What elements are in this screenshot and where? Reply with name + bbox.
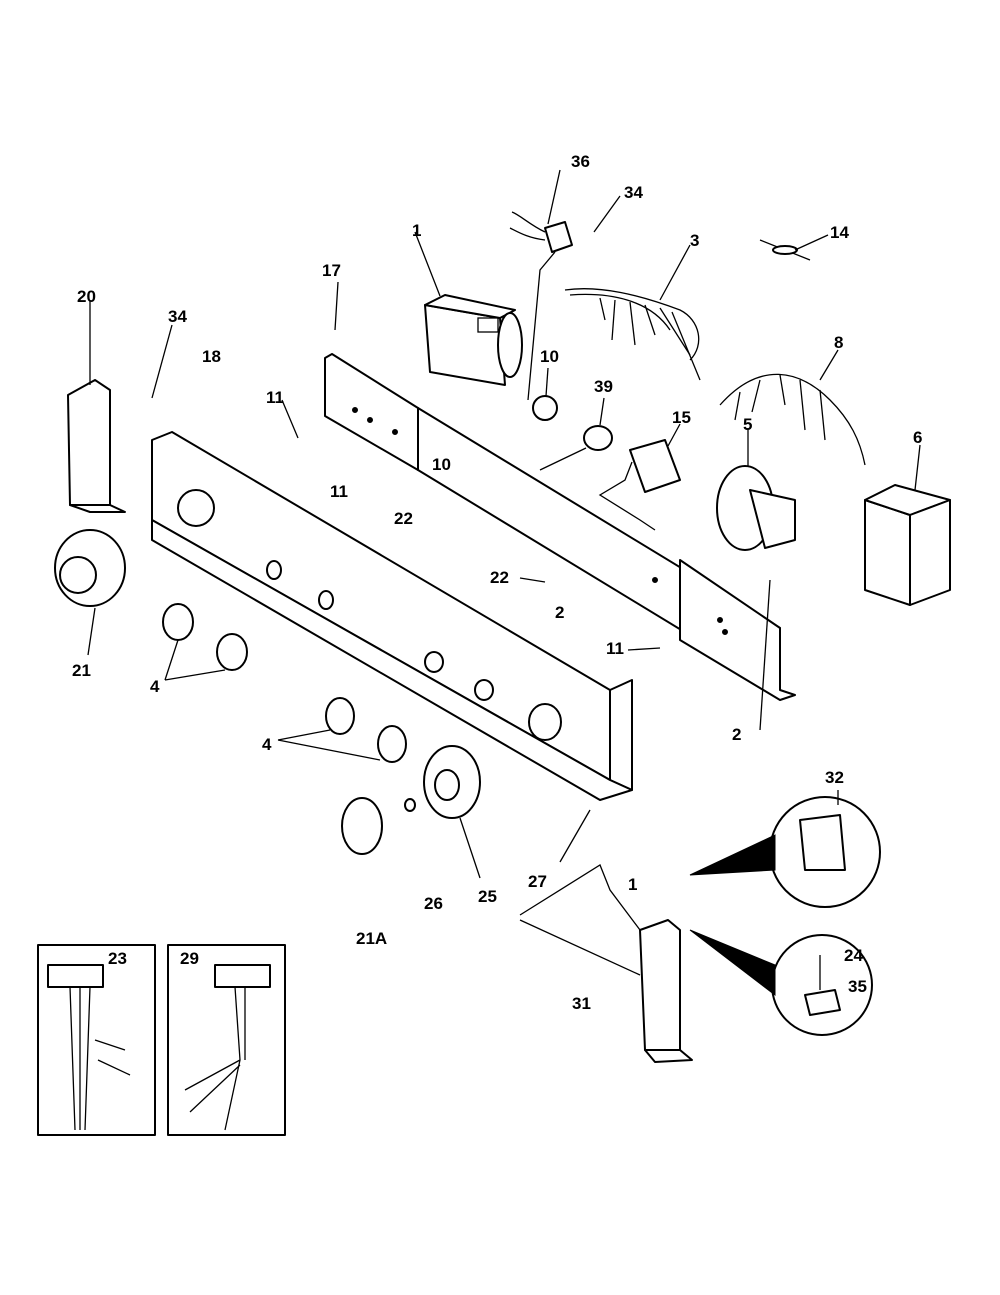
selector-switch-part-5 bbox=[716, 465, 796, 551]
wire-harness-part-3 bbox=[564, 288, 701, 381]
label-part-8: 8 bbox=[834, 333, 843, 352]
label-part-14: 14 bbox=[830, 223, 849, 242]
wire-harness-part-8 bbox=[719, 373, 866, 466]
label-part-11-b: 11 bbox=[330, 482, 348, 501]
water-level-switch-part-6 bbox=[864, 484, 951, 606]
detail-circle-32 bbox=[689, 796, 881, 908]
label-part-6: 6 bbox=[913, 428, 922, 447]
bracket-part-31 bbox=[519, 864, 693, 1063]
inset-box-29 bbox=[167, 944, 286, 1136]
knob-part-21 bbox=[54, 529, 126, 607]
label-part-20: 20 bbox=[77, 287, 96, 306]
label-part-22-a: 22 bbox=[394, 509, 413, 528]
rear-bracket bbox=[324, 353, 796, 701]
label-part-11-a: 11 bbox=[266, 388, 284, 407]
label-part-24: 24 bbox=[844, 946, 863, 965]
label-part-29: 29 bbox=[180, 949, 199, 968]
inset-box-23 bbox=[37, 944, 156, 1136]
detail-circle-24-35 bbox=[689, 929, 873, 1036]
label-part-36: 36 bbox=[571, 152, 590, 171]
label-part-15: 15 bbox=[672, 408, 691, 427]
label-part-2-a: 2 bbox=[555, 603, 564, 622]
part-10 bbox=[532, 395, 558, 421]
part-39 bbox=[539, 425, 613, 471]
label-part-11-c: 11 bbox=[606, 639, 624, 658]
label-part-3: 3 bbox=[690, 231, 699, 250]
label-part-2-b: 2 bbox=[732, 725, 741, 744]
label-part-34-top: 34 bbox=[624, 183, 643, 202]
label-part-1-b: 1 bbox=[628, 875, 637, 894]
label-part-34-left: 34 bbox=[168, 307, 187, 326]
label-part-35: 35 bbox=[848, 977, 867, 996]
label-part-10-top: 10 bbox=[540, 347, 559, 366]
label-part-27: 27 bbox=[528, 872, 547, 891]
knobs-part-4 bbox=[162, 603, 407, 763]
label-part-4-b: 4 bbox=[262, 735, 272, 754]
label-part-21a: 21A bbox=[356, 929, 387, 948]
label-part-25: 25 bbox=[478, 887, 497, 906]
label-part-10-mid: 10 bbox=[432, 455, 451, 474]
label-part-26: 26 bbox=[424, 894, 443, 913]
label-part-31: 31 bbox=[572, 994, 591, 1013]
label-part-18: 18 bbox=[202, 347, 221, 366]
label-part-5: 5 bbox=[743, 415, 752, 434]
end-bracket-part-20 bbox=[67, 379, 126, 513]
label-part-23: 23 bbox=[108, 949, 127, 968]
timer-motor-part-1 bbox=[424, 294, 523, 386]
switch-part-36 bbox=[509, 211, 573, 401]
label-part-4-a: 4 bbox=[150, 677, 160, 696]
leader-lines bbox=[87, 169, 921, 879]
label-part-17: 17 bbox=[322, 261, 341, 280]
timer-knob-part-25 bbox=[423, 745, 481, 819]
label-part-22-b: 22 bbox=[490, 568, 509, 587]
label-part-21: 21 bbox=[72, 661, 91, 680]
label-part-32: 32 bbox=[825, 768, 844, 787]
label-part-39: 39 bbox=[594, 377, 613, 396]
switch-part-15 bbox=[598, 439, 681, 531]
knob-part-26 bbox=[341, 797, 416, 855]
label-part-1: 1 bbox=[412, 221, 421, 240]
console-panel bbox=[151, 431, 633, 801]
fuse-part-14 bbox=[759, 239, 811, 261]
